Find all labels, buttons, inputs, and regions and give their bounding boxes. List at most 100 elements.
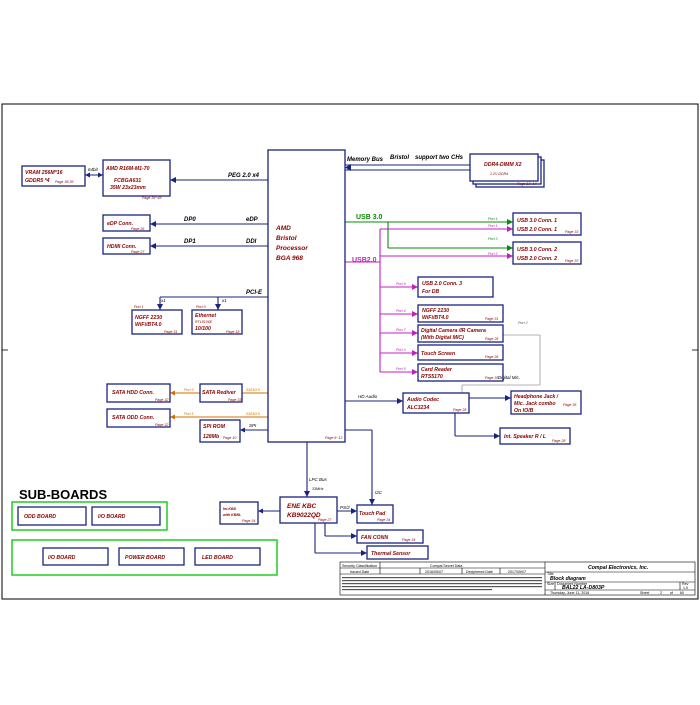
usb30-1-line2: USB 2.0 Conn. 1	[517, 227, 557, 233]
spi-rom-line1: SPI ROM	[203, 424, 226, 430]
usb30-conn1-block: USB 3.0 Conn. 1 USB 2.0 Conn. 1 Page 33	[512, 212, 582, 236]
hdmi-conn-block: HDMI Conn. Page 27	[102, 237, 151, 255]
spi-rom-block: SPI ROM 128Mb Page 10	[199, 419, 241, 443]
bus-memory: Memory Bus	[347, 157, 384, 163]
subboards-group-2	[11, 539, 278, 576]
ddr-block: DDR4-DIMM X2 1.2V DDR4 Page 13~14	[469, 153, 545, 188]
ddr-page: Page 13~14	[517, 182, 537, 186]
usb30-wires	[345, 219, 513, 251]
thermal-sensor-block: Thermal Sensor	[366, 545, 429, 560]
ddr-line1: DDR4-DIMM X2	[484, 162, 522, 168]
kbc-line2: KB9022QD	[287, 512, 321, 519]
speaker-block: Int. Speaker R / L Page 28	[499, 427, 571, 445]
card-line1: Card Reader	[421, 367, 453, 373]
tb-company: Compal Electronics, Inc.	[588, 565, 648, 571]
bus-digmic: Digital Mic.	[498, 375, 520, 380]
peg-wire	[170, 177, 268, 183]
sata-redriver-page: Page 33	[228, 398, 241, 402]
sata-hdd-block: SATA HDD Conn. Page 32	[106, 383, 171, 403]
tb-rev: 1.0	[683, 586, 688, 590]
power-board-block: POWER BOARD	[118, 547, 185, 566]
headphone-line3: On IO/B	[514, 408, 534, 414]
sata-hdd-label: SATA HDD Conn.	[112, 390, 154, 396]
sata-redriver-block: SATA Rediver Page 33	[199, 383, 243, 403]
i2c-wire	[345, 429, 375, 505]
vram-page: Page 38,39	[55, 180, 73, 184]
page-frame	[1, 103, 699, 600]
gpu-page: Page 39~46	[142, 196, 162, 200]
intkbd-page: Page 34	[242, 519, 255, 523]
bus-usb20: USB2.0	[352, 257, 377, 264]
usb30-1-page: Page 33	[565, 230, 578, 234]
cpu-line1: AMD	[275, 225, 291, 232]
camera-page: Page 26	[485, 337, 498, 341]
kbc-block: ENE KBC KB9022QD Page 27	[279, 496, 338, 524]
vram-line1: VRAM 256M*16	[25, 170, 63, 176]
port-usb30-1: Port 1	[488, 217, 498, 221]
port-usb20-2: Port 2	[488, 252, 498, 256]
port-usb20-1: Port 1	[488, 224, 498, 228]
sata-redriver-label: SATA Rediver	[202, 390, 237, 396]
fan-page: Page 34	[402, 538, 415, 542]
sata-odd-page: Page 32	[155, 423, 168, 427]
bus-ddi: DDI	[246, 239, 257, 245]
camera-block: Digital Camera /IR Camera (With Digital …	[417, 324, 504, 343]
bus-dp1: DP1	[184, 239, 196, 245]
port-6: Port 6	[396, 282, 406, 286]
kbc-page: Page 27	[318, 518, 332, 522]
usb30-2-line1: USB 3.0 Conn. 2	[517, 247, 557, 253]
sata-hdd-page: Page 32	[155, 398, 168, 402]
fan-conn-block: FAN CONN Page 34	[356, 529, 424, 544]
usb30-2-line2: USB 2.0 Conn. 2	[517, 256, 557, 262]
fan-label: FAN CONN	[361, 535, 388, 541]
codec-line1: Audio Codec	[406, 397, 439, 403]
cpu-page: Page 6~12	[325, 436, 343, 440]
edp-conn-block: eDP Conn. Page 26	[102, 214, 151, 232]
tb-docnum: BAL22 LA-D803P	[562, 585, 605, 591]
tb-sheet: Sheet	[640, 591, 649, 595]
odd-board-block: ODD BOARD	[17, 506, 87, 526]
hd-audio-wire	[345, 395, 511, 439]
usb20-wires	[345, 226, 513, 375]
touchpad-block: Touch Pad Page 34	[356, 504, 394, 524]
tb-of: of	[670, 591, 673, 595]
bus-lpcfreq: 33MHz	[312, 487, 324, 491]
cpu-line4: BGA 968	[276, 255, 303, 262]
pcie-wire	[157, 296, 268, 310]
port-sata-0: Port 0	[184, 388, 194, 392]
tb-security: Security Classification	[342, 564, 377, 568]
speaker-page: Page 28	[552, 439, 565, 443]
edp-wire	[150, 221, 268, 227]
codec-line2: ALC3234	[406, 405, 429, 411]
port-pcie-0: Port 0	[196, 305, 206, 309]
kbd-wire	[258, 508, 280, 514]
vram-block: VRAM 256M*16 GDDR5 *4 Page 38,39	[21, 165, 86, 187]
lpc-wire	[304, 442, 310, 497]
bus-ps2: PS/2	[340, 505, 350, 510]
io-board-block-2: I/O BOARD	[42, 547, 109, 566]
bus-support: support two CHs	[415, 155, 464, 161]
edp-conn-label: eDP Conn.	[107, 221, 133, 227]
led-board-label: LED BOARD	[202, 555, 233, 561]
usb20-conn3-block: USB 2.0 Conn. 3 For DB	[417, 276, 494, 298]
tb-decipher: Deciphered Date	[466, 570, 493, 574]
touchpad-label: Touch Pad	[359, 511, 386, 517]
gpu-line3: 35W 23x23mm	[110, 185, 146, 191]
io-board-block-1: I/O BOARD	[91, 506, 161, 526]
headphone-line1: Headphone Jack /	[514, 394, 559, 400]
bus-pcie: PCI-E	[246, 290, 263, 296]
io-board-label-2: I/O BOARD	[48, 555, 76, 561]
port-3: Port 3	[396, 348, 406, 352]
ps2-wire	[337, 508, 357, 514]
bus-x1a: x1	[160, 298, 166, 303]
headphone-page: Page 35	[563, 403, 576, 407]
spi-rom-line2: 128Mb	[203, 434, 220, 440]
bus-sata0: SATA3.0	[246, 388, 260, 392]
bus-peg: PEG 2.0 x4	[228, 173, 260, 179]
subboards-title: SUB-BOARDS	[19, 487, 107, 502]
bus-spi: SPI	[249, 423, 257, 428]
touch-page: Page 26	[485, 355, 498, 359]
ethernet-line1: Ethernet	[195, 313, 216, 319]
headphone-line2: Mic. Jack combo	[514, 401, 556, 407]
